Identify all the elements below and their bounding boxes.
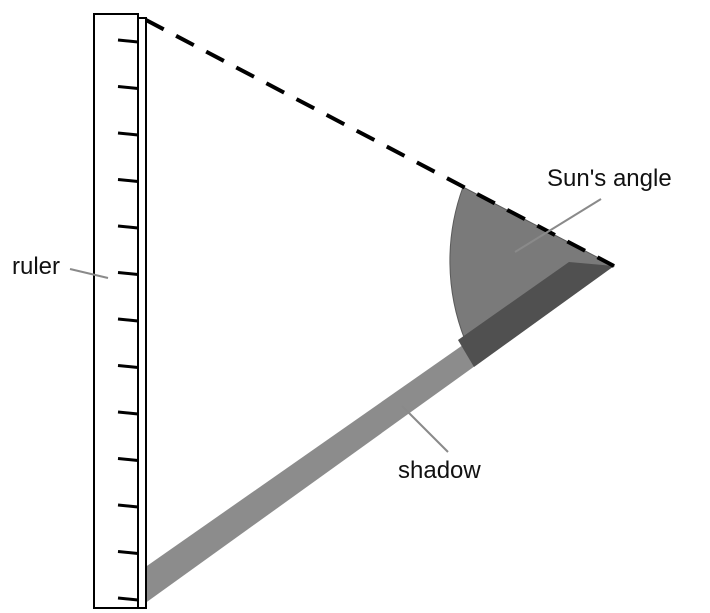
ruler-tick [117,364,139,369]
ruler-tick [117,178,139,183]
ruler-leader-line [69,268,109,279]
ruler-label: ruler [12,253,60,280]
ruler-tick [117,410,139,416]
shadow-label: shadow [398,457,481,484]
sun-angle-leader-line [514,198,602,253]
shadow-leader-line [401,405,449,453]
ruler-tick [117,38,139,44]
ruler [93,13,147,609]
ruler-tick [117,457,139,462]
ruler-tick [117,224,139,230]
ruler-side-face [137,17,147,609]
ruler-tick [117,596,139,602]
ruler-tick [117,85,139,90]
sun-angle-wedge [449,186,616,341]
angle-shadow-overlap [458,262,614,367]
ruler-tick [117,131,139,137]
sun-ray-dashed-line [145,18,615,268]
ruler-ticks [117,38,139,602]
ruler-front-face [93,13,139,609]
ruler-tick [117,271,139,276]
ruler-tick [117,317,139,323]
ruler-tick [117,550,139,555]
ruler-tick [117,503,139,509]
sun-angle-label: Sun's angle [547,165,672,192]
